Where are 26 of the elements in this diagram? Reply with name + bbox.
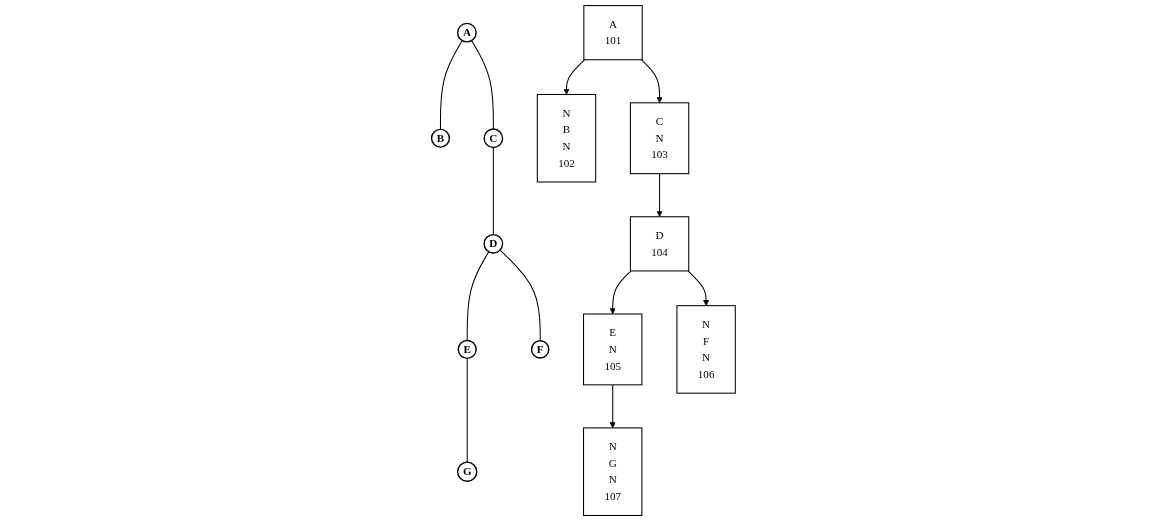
connector <box>466 251 490 341</box>
node-circle: C <box>483 128 504 149</box>
node-box: E N 105 <box>583 313 643 386</box>
arrow <box>609 384 616 429</box>
node-box: A 101 <box>583 5 643 61</box>
node-box: N G N 107 <box>583 427 643 516</box>
connector <box>492 146 494 236</box>
node-circle: G <box>457 461 478 482</box>
node-box: N B N 102 <box>536 93 597 183</box>
connector <box>440 40 463 130</box>
node-circle: B <box>430 128 451 148</box>
node-circle: F <box>530 340 550 359</box>
arrow <box>687 270 710 306</box>
arrow <box>640 59 663 104</box>
arrow <box>609 270 632 315</box>
arrow <box>563 59 586 95</box>
arrow <box>656 173 663 217</box>
node-circle: E <box>457 339 477 360</box>
node-box: D 104 <box>629 216 690 272</box>
connector <box>499 249 541 342</box>
node-circle: A <box>457 22 477 43</box>
node-box: C N 103 <box>629 102 690 175</box>
connector <box>466 357 468 463</box>
node-circle: D <box>483 233 504 254</box>
connector <box>471 40 494 130</box>
node-box: N F N 106 <box>676 305 736 394</box>
